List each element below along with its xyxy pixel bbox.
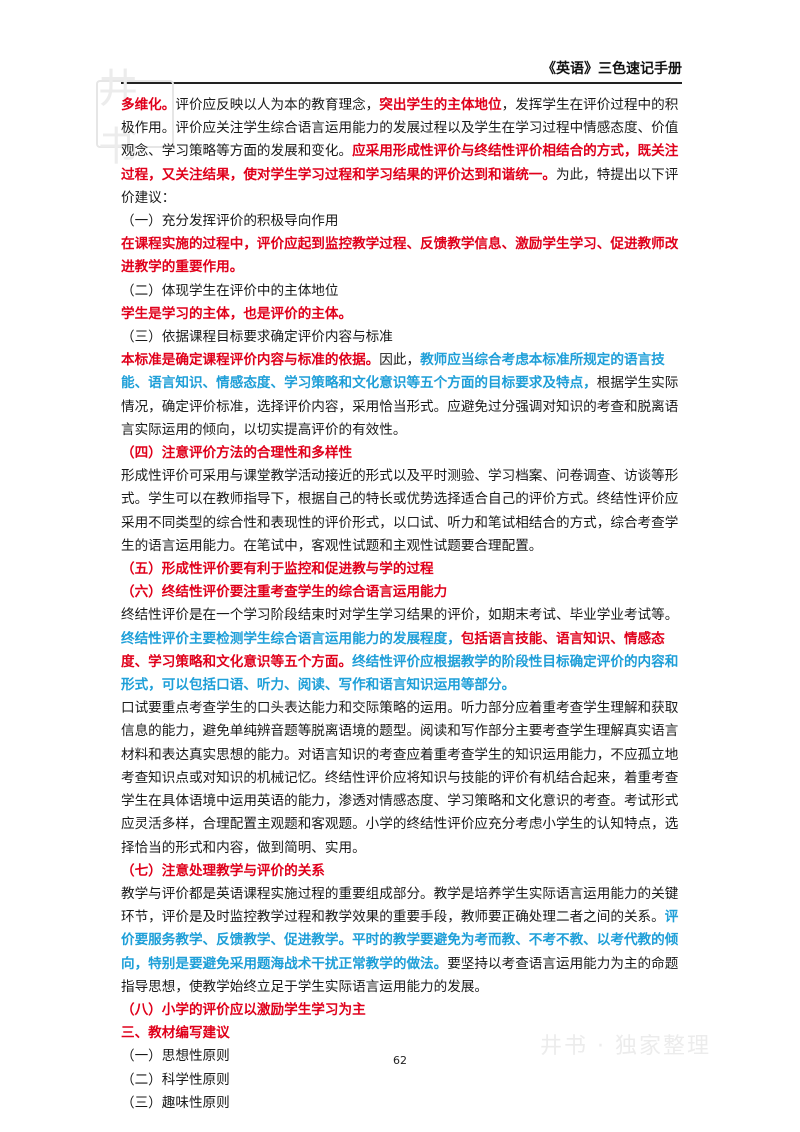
highlight-blue-text: 终结性评价主要检测学生综合语言运用能力的发展程度， [121,630,461,647]
highlight-red-text: （八）小学的评价应以激励学生学习为主 [121,1001,366,1018]
body-text: （三）趣味性原则 [121,1094,230,1111]
highlight-red-text: 突出学生的主体地位 [379,97,502,113]
body-text: （二）体现学生在评价中的主体地位 [121,282,339,299]
paragraph: 教学与评价都是英语课程实施过程的重要组成部分。教学是培养学生实际语言运用能力的关… [121,883,682,999]
watermark-text: 井书 · 独家整理 [540,1034,711,1059]
paragraph: 三、教材编写建议 [121,1022,682,1045]
logo-watermark: 井书 [96,66,174,170]
highlight-red-text: （六）终结性评价要注重考查学生的综合语言运用能力 [121,584,448,601]
highlight-red-text: （七）注意处理教学与评价的关系 [121,862,325,879]
body-text: 教学与评价都是英语课程实施过程的重要组成部分。教学是培养学生实际语言运用能力的关… [121,885,679,926]
highlight-red-text: 本标准是确定课程评价内容与标准的依据。 [121,352,380,369]
page-header: 《英语》三色速记手册 [121,58,682,84]
paragraph: 形成性评价可采用与课堂教学活动接近的形式以及平时测验、学习档案、问卷调查、访谈等… [121,465,682,558]
highlight-blue-text: 终结性评价应根据教学的阶段性目标确定评价的内容和形式，可以包括口语、听力、阅读、… [121,653,679,694]
body-text: 评价应反映以人为本的教育理念， [175,97,380,113]
paragraph: 本标准是确定课程评价内容与标准的依据。因此，教师应当综合考虑本标准所规定的语言技… [121,349,682,442]
body-text: ，发挥学生在评价过程中的积极作用。评价应关注学生综合语言运用能力的发展过程以及学… [121,97,679,160]
paragraph: （一）充分发挥评价的积极导向作用 [121,210,682,233]
body-text: 为此，特提出以下评价建议： [121,166,679,206]
body-text: 根据学生实际情况，确定评价标准，选择评价内容，采用恰当形式。应避免过分强调对知识… [121,375,679,438]
paragraph: （二）体现学生在评价中的主体地位 [121,280,682,303]
highlight-red-text: 应采用形成性评价与终结性评价相结合的方式，既关注过程，又关注结果，使对学生学习过… [121,143,679,183]
body-text: 因此， [379,352,421,369]
highlight-red-text: （五）形成性评价要有利于监控和促进教与学的过程 [121,561,434,578]
highlight-red-text: 在课程实施的过程中，评价应起到监控教学过程、反馈教学信息、激励学生学习、促进教师… [121,236,679,276]
body-text: （二）科学性原则 [121,1071,230,1088]
body-text: （一）充分发挥评价的积极导向作用 [121,213,339,230]
highlight-red-text: 多维化。 [121,97,176,113]
paragraph: 学生是学习的主体，也是评价的主体。 [121,303,682,326]
highlight-blue-text: 评价要服务教学、反馈教学、促进教学。平时的教学要避免为考而教、不考不教、以考代教… [121,909,679,972]
paragraph: （四）注意评价方法的合理性和多样性 [121,442,682,465]
paragraph: （一）思想性原则 [121,1045,682,1068]
body-text: 要坚持以考查语言运用能力为主的命题指导思想，使教学始终立足于学生实际语言运用能力… [121,955,679,995]
highlight-red-text: 三、教材编写建议 [121,1025,230,1042]
paragraph: 在课程实施的过程中，评价应起到监控教学过程、反馈教学信息、激励学生学习、促进教师… [121,233,682,279]
highlight-red-text: 学生是学习的主体，也是评价的主体。 [121,305,353,322]
paragraph: （二）科学性原则 [121,1069,682,1092]
body-text: （一）思想性原则 [121,1048,230,1065]
highlight-red-text: （四）注意评价方法的合理性和多样性 [121,445,353,462]
paragraph: 多维化。评价应反映以人为本的教育理念，突出学生的主体地位，发挥学生在评价过程中的… [121,94,682,210]
highlight-blue-text: 教师应当综合考虑本标准所规定的语言技能、语言知识、情感态度、学习策略和文化意识等… [121,352,665,392]
body-text: （三）依据课程目标要求确定评价内容与标准 [121,329,393,346]
body-text: 形成性评价可采用与课堂教学活动接近的形式以及平时测验、学习档案、问卷调查、访谈等… [121,468,679,554]
body-text: 终结性评价是在一个学习阶段结束时对学生学习结果的评价，如期末考试、毕业学业考试等… [121,607,679,624]
page-number: 62 [393,1054,407,1067]
paragraph: （八）小学的评价应以激励学生学习为主 [121,999,682,1022]
paragraph: （三）依据课程目标要求确定评价内容与标准 [121,326,682,349]
paragraph: 终结性评价是在一个学习阶段结束时对学生学习结果的评价，如期末考试、毕业学业考试等… [121,604,682,697]
paragraph: （五）形成性评价要有利于监控和促进教与学的过程 [121,558,682,581]
highlight-red-text: 包括语言技能、语言知识、情感态度、学习策略和文化意识等五个方面。 [121,630,665,670]
paragraph: 口试要重点考查学生的口头表达能力和交际策略的运用。听力部分应着重考查学生理解和获… [121,697,682,859]
document-body: 多维化。评价应反映以人为本的教育理念，突出学生的主体地位，发挥学生在评价过程中的… [121,94,682,1115]
paragraph: （三）趣味性原则 [121,1092,682,1115]
body-text: 口试要重点考查学生的口头表达能力和交际策略的运用。听力部分应着重考查学生理解和获… [121,700,679,856]
paragraph: （六）终结性评价要注重考查学生的综合语言运用能力 [121,581,682,604]
paragraph: （七）注意处理教学与评价的关系 [121,860,682,883]
